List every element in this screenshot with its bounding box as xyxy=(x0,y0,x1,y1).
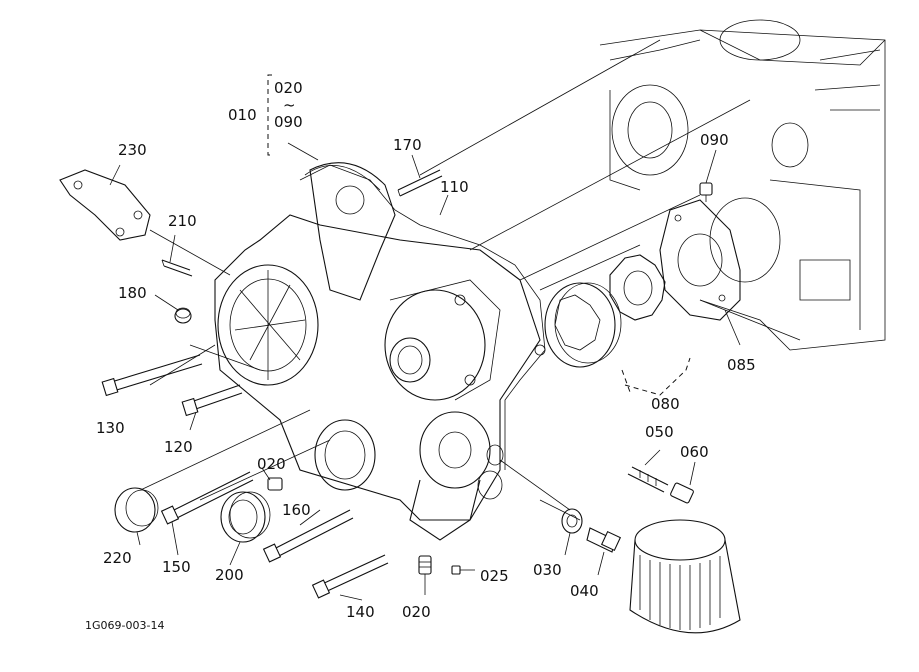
oil-filter xyxy=(629,519,741,634)
callout-120: 120 xyxy=(164,438,193,456)
washer-part xyxy=(561,508,583,534)
callout-140: 140 xyxy=(346,603,375,621)
callout-010: 010 xyxy=(228,106,257,124)
plug-mid xyxy=(267,477,283,491)
callout-020-top: 020 xyxy=(274,79,303,97)
callout-230: 230 xyxy=(118,141,147,159)
nut-part xyxy=(174,307,192,324)
pump-plate xyxy=(659,199,741,321)
drawing-code: 1G069-003-14 xyxy=(85,619,164,632)
callout-tilde: ~ xyxy=(283,96,296,114)
callout-050: 050 xyxy=(645,423,674,441)
callout-080: 080 xyxy=(651,395,680,413)
stud-170 xyxy=(397,169,443,197)
callout-160: 160 xyxy=(282,501,311,519)
callout-085: 085 xyxy=(727,356,756,374)
callout-040: 040 xyxy=(570,582,599,600)
callout-180: 180 xyxy=(118,284,147,302)
callout-025: 025 xyxy=(480,567,509,585)
callout-200: 200 xyxy=(215,566,244,584)
callout-210: 210 xyxy=(168,212,197,230)
cap-part xyxy=(114,487,159,533)
screw-090 xyxy=(699,182,713,202)
callout-090-top: 090 xyxy=(274,113,303,131)
callout-170: 170 xyxy=(393,136,422,154)
callout-020-bot: 020 xyxy=(402,603,431,621)
stud-part xyxy=(161,259,193,277)
leader-lines xyxy=(109,142,741,601)
engine-block xyxy=(599,19,886,351)
callouts: 010 020 ~ 090 230 210 180 170 110 090 08… xyxy=(85,79,756,632)
bracket-part xyxy=(59,169,151,241)
callout-090: 090 xyxy=(700,131,729,149)
callout-110: 110 xyxy=(440,178,469,196)
callout-020-mid: 020 xyxy=(257,455,286,473)
callout-060: 060 xyxy=(680,443,709,461)
callout-220: 220 xyxy=(103,549,132,567)
oil-seal-part xyxy=(220,491,271,543)
group-brackets xyxy=(267,74,691,396)
pin-part xyxy=(451,565,461,575)
bolts xyxy=(101,354,389,599)
inner-rotor xyxy=(609,254,666,321)
plug-bottom xyxy=(418,555,432,575)
relief-valve xyxy=(627,466,694,504)
gear-case-cover xyxy=(214,162,546,541)
assembly-lines xyxy=(129,39,801,521)
callout-150: 150 xyxy=(162,558,191,576)
nipple-part xyxy=(586,527,622,553)
callout-030: 030 xyxy=(533,561,562,579)
callout-130: 130 xyxy=(96,419,125,437)
outer-rotor xyxy=(544,282,622,368)
